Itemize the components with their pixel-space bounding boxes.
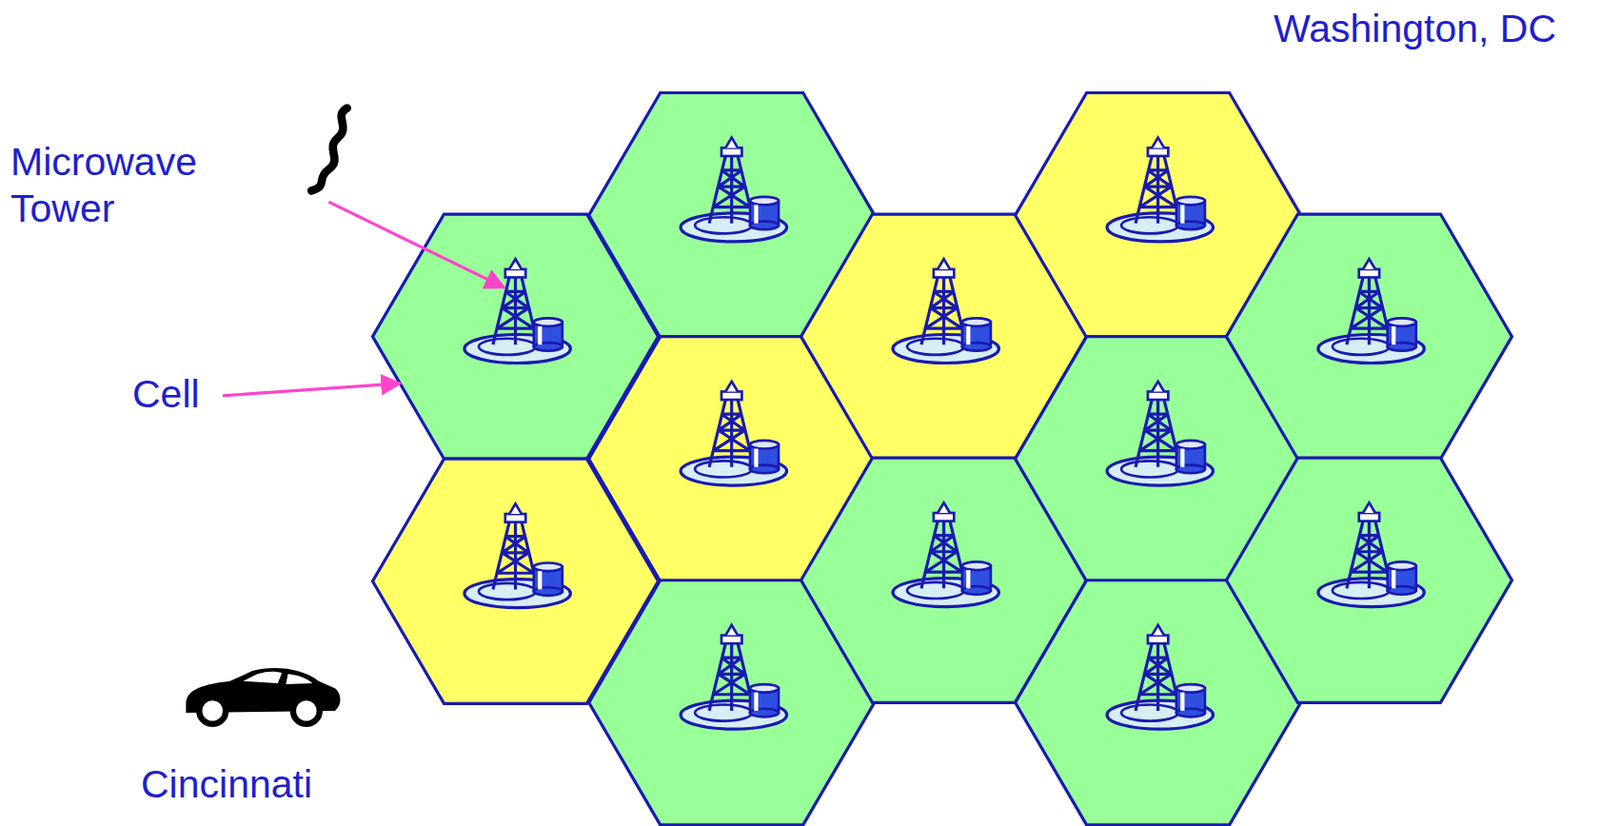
city-label: Cincinnati [140,761,389,809]
part-label: Cell [132,371,247,418]
tower-icons [464,138,1424,731]
leader-arrow [328,201,504,288]
city-label: Washington, DC [1273,5,1579,53]
part-label: Microwave Tower [10,138,258,233]
cell-hexagons [372,93,1512,826]
microwave-symbol [311,108,348,192]
car-icon [185,668,340,725]
leader-arrow [222,383,400,396]
